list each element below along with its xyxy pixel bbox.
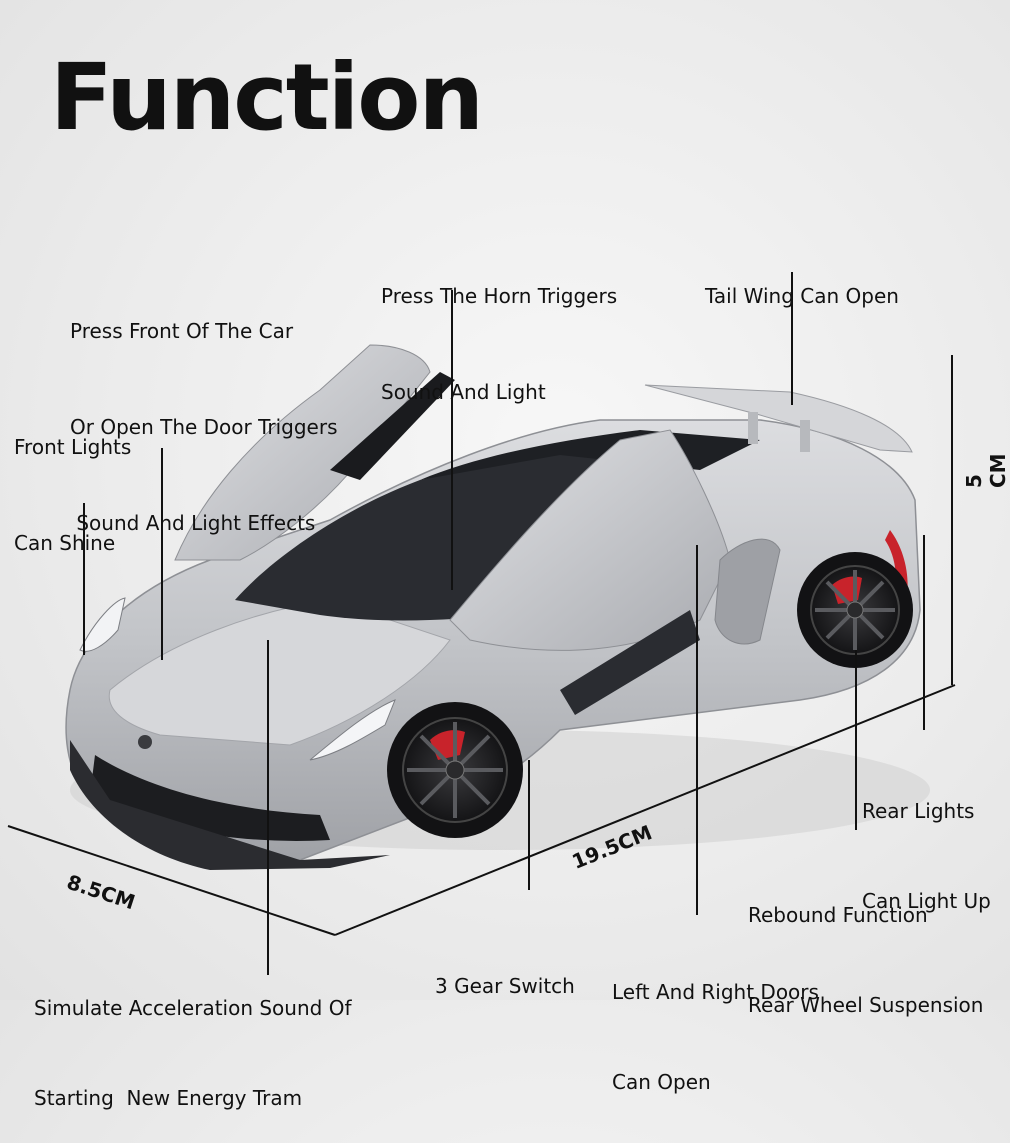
dimension-height: 5 CM [962,453,1010,488]
dimension-lines [7,355,956,936]
headlight-right [309,699,396,761]
left-door [174,344,431,561]
page-title: Function [50,44,484,151]
callout-acceleration: Simulate Acceleration Sound Of Starting … [34,996,352,1110]
callout-rebound: Rebound Function Rear Wheel Suspension [748,903,984,1017]
callout-front-press: Press Front Of The Car Or Open The Door … [70,319,338,535]
car-illustration [7,272,956,975]
callout-horn: Press The Horn Triggers Sound And Light [381,284,618,404]
callout-front-lights: Front Lights Can Shine [14,435,132,555]
headlight-left [79,597,126,652]
callout-gear-switch: 3 Gear Switch [435,974,575,998]
brand-logo [138,735,152,749]
rear-wheel [797,552,913,668]
callout-tail-wing: Tail Wing Can Open [705,284,899,308]
right-door [449,429,731,651]
hood [108,599,451,746]
callout-lines [83,272,925,975]
callout-rear-lights: Rear Lights Can Light Up [862,799,991,913]
tail-wing [644,384,913,453]
front-wheel [387,702,523,838]
callout-doors: Left And Right Doors Can Open [612,980,819,1094]
